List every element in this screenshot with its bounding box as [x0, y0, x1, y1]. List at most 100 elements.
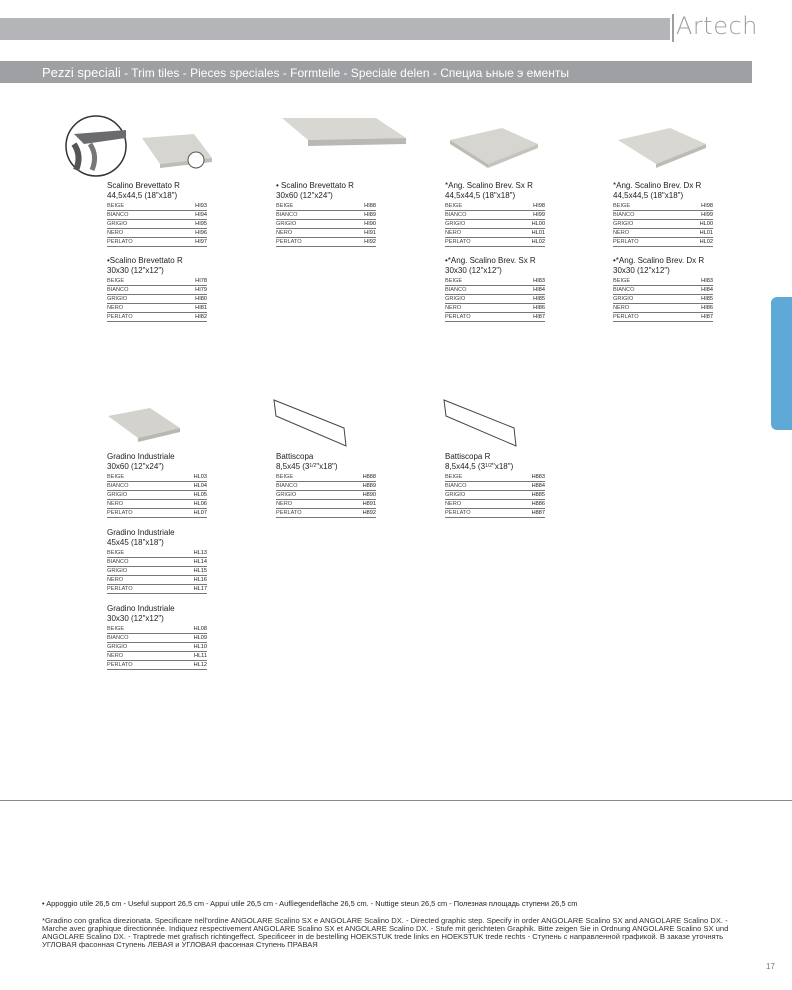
product-code: HL15	[172, 566, 207, 576]
directional-note: *Gradino con grafica direzionata. Specif…	[42, 917, 752, 949]
product-code: HI95	[175, 219, 207, 229]
color-name: PERLATO	[107, 312, 176, 322]
color-name: BIANCO	[107, 633, 173, 643]
side-tab[interactable]	[771, 297, 792, 430]
product-code: HI90	[344, 219, 376, 229]
product-code: HL09	[172, 633, 207, 643]
product-code: HL10	[172, 642, 207, 652]
color-name: BIANCO	[107, 481, 173, 491]
product-title: •Scalino Brevettato R	[107, 256, 183, 265]
color-name: BIANCO	[276, 481, 342, 491]
color-name: BEIGE	[445, 202, 511, 211]
product-size: 45x45 (18"x18")	[107, 537, 164, 547]
product-block: *Ang. Scalino Brev. Sx R 44,5x44,5 (18"x…	[445, 181, 545, 247]
color-name: GRIGIO	[107, 219, 176, 229]
color-name: BIANCO	[445, 210, 511, 220]
product-code: H886	[510, 499, 545, 509]
color-name: BIANCO	[613, 210, 679, 220]
color-name: BEIGE	[107, 202, 176, 211]
product-title: • Scalino Brevettato R	[276, 181, 354, 190]
section-title-translations: - Trim tiles - Pieces speciales - Formte…	[120, 66, 441, 80]
product-code: HL01	[510, 228, 545, 238]
color-name: PERLATO	[107, 508, 173, 518]
product-code: HI96	[175, 228, 207, 238]
product-block: Gradino Industriale 30x30 (12"x12") BEIG…	[107, 604, 207, 670]
color-name: GRIGIO	[613, 294, 682, 304]
brand-separator	[672, 14, 674, 42]
product-title: •*Ang. Scalino Brev. Dx R	[613, 256, 705, 265]
product-code: H884	[510, 481, 545, 491]
product-code: HI86	[513, 303, 545, 313]
support-note-text: Appoggio utile 26,5 cm - Useful support …	[44, 899, 454, 908]
product-code: HI97	[175, 237, 207, 247]
product-block: •*Ang. Scalino Brev. Sx R 30x30 (12"x12"…	[445, 256, 545, 322]
color-name: PERLATO	[107, 660, 173, 670]
product-code: H887	[510, 508, 545, 518]
color-name: BEIGE	[276, 202, 345, 211]
support-note-ru: Полезная площадь ступени 26,5 cm	[453, 899, 578, 908]
angolare-dx-image	[618, 128, 706, 168]
color-name: PERLATO	[445, 508, 511, 518]
color-name: GRIGIO	[613, 219, 679, 229]
color-name: GRIGIO	[107, 642, 173, 652]
product-size: 30x30 (12"x12")	[107, 265, 164, 275]
product-code: HI99	[678, 210, 713, 220]
product-code: H889	[341, 481, 376, 491]
product-code: HI91	[344, 228, 376, 238]
product-code: H890	[341, 490, 376, 500]
product-size: 44,5x44,5 (18"x18")	[107, 190, 178, 200]
bullet-icon: •	[42, 899, 45, 908]
color-name: NERO	[276, 228, 345, 238]
color-name: PERLATO	[445, 312, 514, 322]
product-block: •*Ang. Scalino Brev. Dx R 30x30 (12"x12"…	[613, 256, 713, 322]
color-name: BIANCO	[445, 285, 514, 295]
color-name: GRIGIO	[445, 294, 514, 304]
product-code: H891	[341, 499, 376, 509]
product-code: HI92	[344, 237, 376, 247]
section-title: Pezzi speciali - Trim tiles - Pieces spe…	[42, 65, 569, 80]
section-title-main: Pezzi speciali	[42, 65, 121, 80]
product-block: Scalino Brevettato R 44,5x44,5 (18"x18")…	[107, 181, 207, 247]
product-title: Battiscopa R	[445, 452, 491, 461]
color-name: NERO	[107, 499, 173, 509]
color-name: GRIGIO	[445, 490, 511, 500]
color-name: BEIGE	[613, 277, 682, 286]
product-code: HL07	[172, 508, 207, 518]
product-code: HL11	[172, 651, 207, 661]
color-name: BEIGE	[445, 277, 514, 286]
product-title: Scalino Brevettato R	[107, 181, 180, 190]
product-code: HL05	[172, 490, 207, 500]
color-name: BEIGE	[107, 625, 173, 634]
product-code: HI93	[175, 202, 207, 211]
